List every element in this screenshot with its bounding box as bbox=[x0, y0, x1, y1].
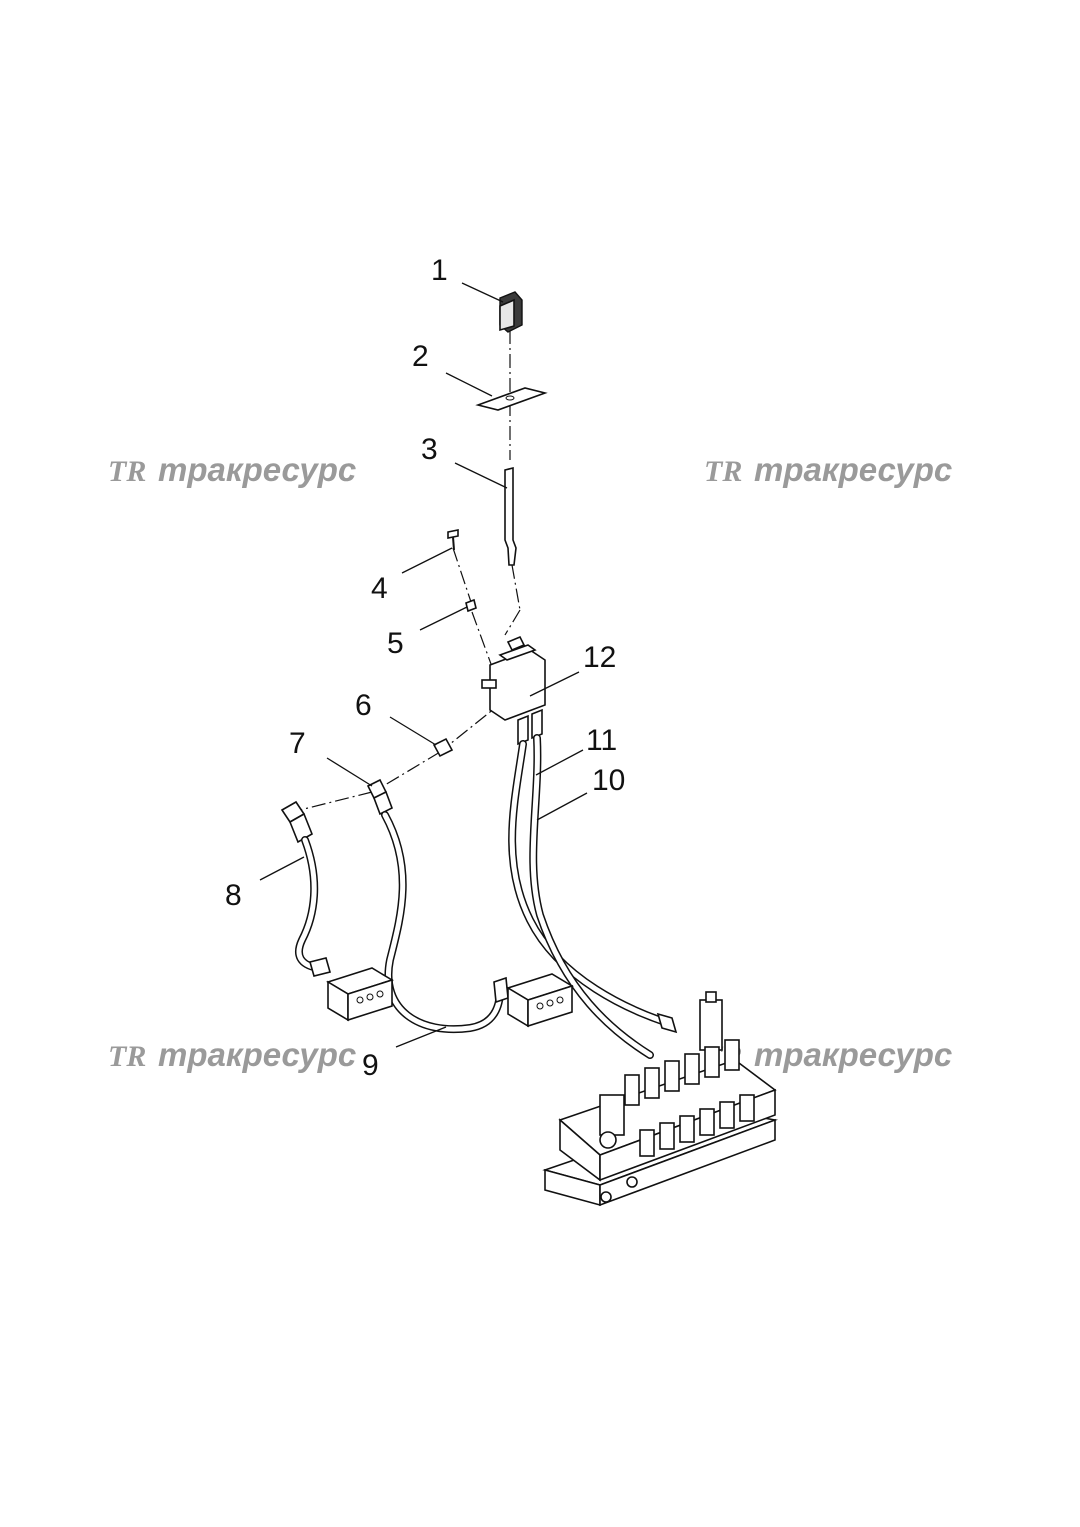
callout-12: 12 bbox=[583, 641, 616, 674]
part-4-bolt bbox=[447, 529, 459, 551]
part-2-plate bbox=[475, 387, 548, 411]
watermark-brand: тракресурс bbox=[754, 451, 952, 488]
callout-11: 11 bbox=[586, 724, 617, 757]
watermark-bottom-right: TR тракресурс bbox=[704, 1036, 952, 1073]
part-9-hose bbox=[381, 811, 509, 1034]
callout-6: 6 bbox=[355, 689, 372, 722]
callout-labels: 1 2 3 4 5 6 7 8 9 10 11 12 bbox=[225, 254, 625, 1082]
junction-block-left bbox=[326, 967, 394, 1022]
junction-block-right bbox=[506, 973, 574, 1028]
watermark-top-left: TR тракресурс bbox=[108, 451, 356, 488]
watermark-logo: TR bbox=[704, 455, 742, 488]
watermark-logo: TR bbox=[108, 455, 146, 488]
part-8-hose bbox=[280, 800, 331, 977]
watermark-brand: тракресурс bbox=[158, 451, 356, 488]
callout-5: 5 bbox=[387, 627, 404, 660]
part-12-valve bbox=[481, 635, 546, 746]
part-10-11-hoses bbox=[508, 734, 678, 1059]
part-7-elbow bbox=[366, 778, 394, 816]
callout-9: 9 bbox=[362, 1049, 379, 1082]
callout-2: 2 bbox=[412, 340, 429, 373]
callout-1: 1 bbox=[431, 254, 448, 287]
part-5-nut bbox=[465, 598, 477, 613]
callout-8: 8 bbox=[225, 879, 242, 912]
watermark-bottom-left: TR тракресурс bbox=[108, 1036, 356, 1073]
watermark-brand: тракресурс bbox=[754, 1036, 952, 1073]
part-3-lever bbox=[504, 466, 517, 566]
valve-spools bbox=[624, 1039, 755, 1157]
watermark-top-right: TR тракресурс bbox=[704, 451, 952, 488]
part-6-fitting bbox=[432, 737, 454, 758]
leader-lines bbox=[259, 282, 588, 1048]
callout-4: 4 bbox=[371, 572, 388, 605]
callout-7: 7 bbox=[289, 727, 306, 760]
callout-10: 10 bbox=[592, 764, 625, 797]
callout-3: 3 bbox=[421, 433, 438, 466]
watermark-logo: TR bbox=[108, 1040, 146, 1073]
part-1-knob bbox=[499, 291, 523, 333]
main-control-valve bbox=[542, 991, 779, 1207]
watermark-brand: тракресурс bbox=[158, 1036, 356, 1073]
